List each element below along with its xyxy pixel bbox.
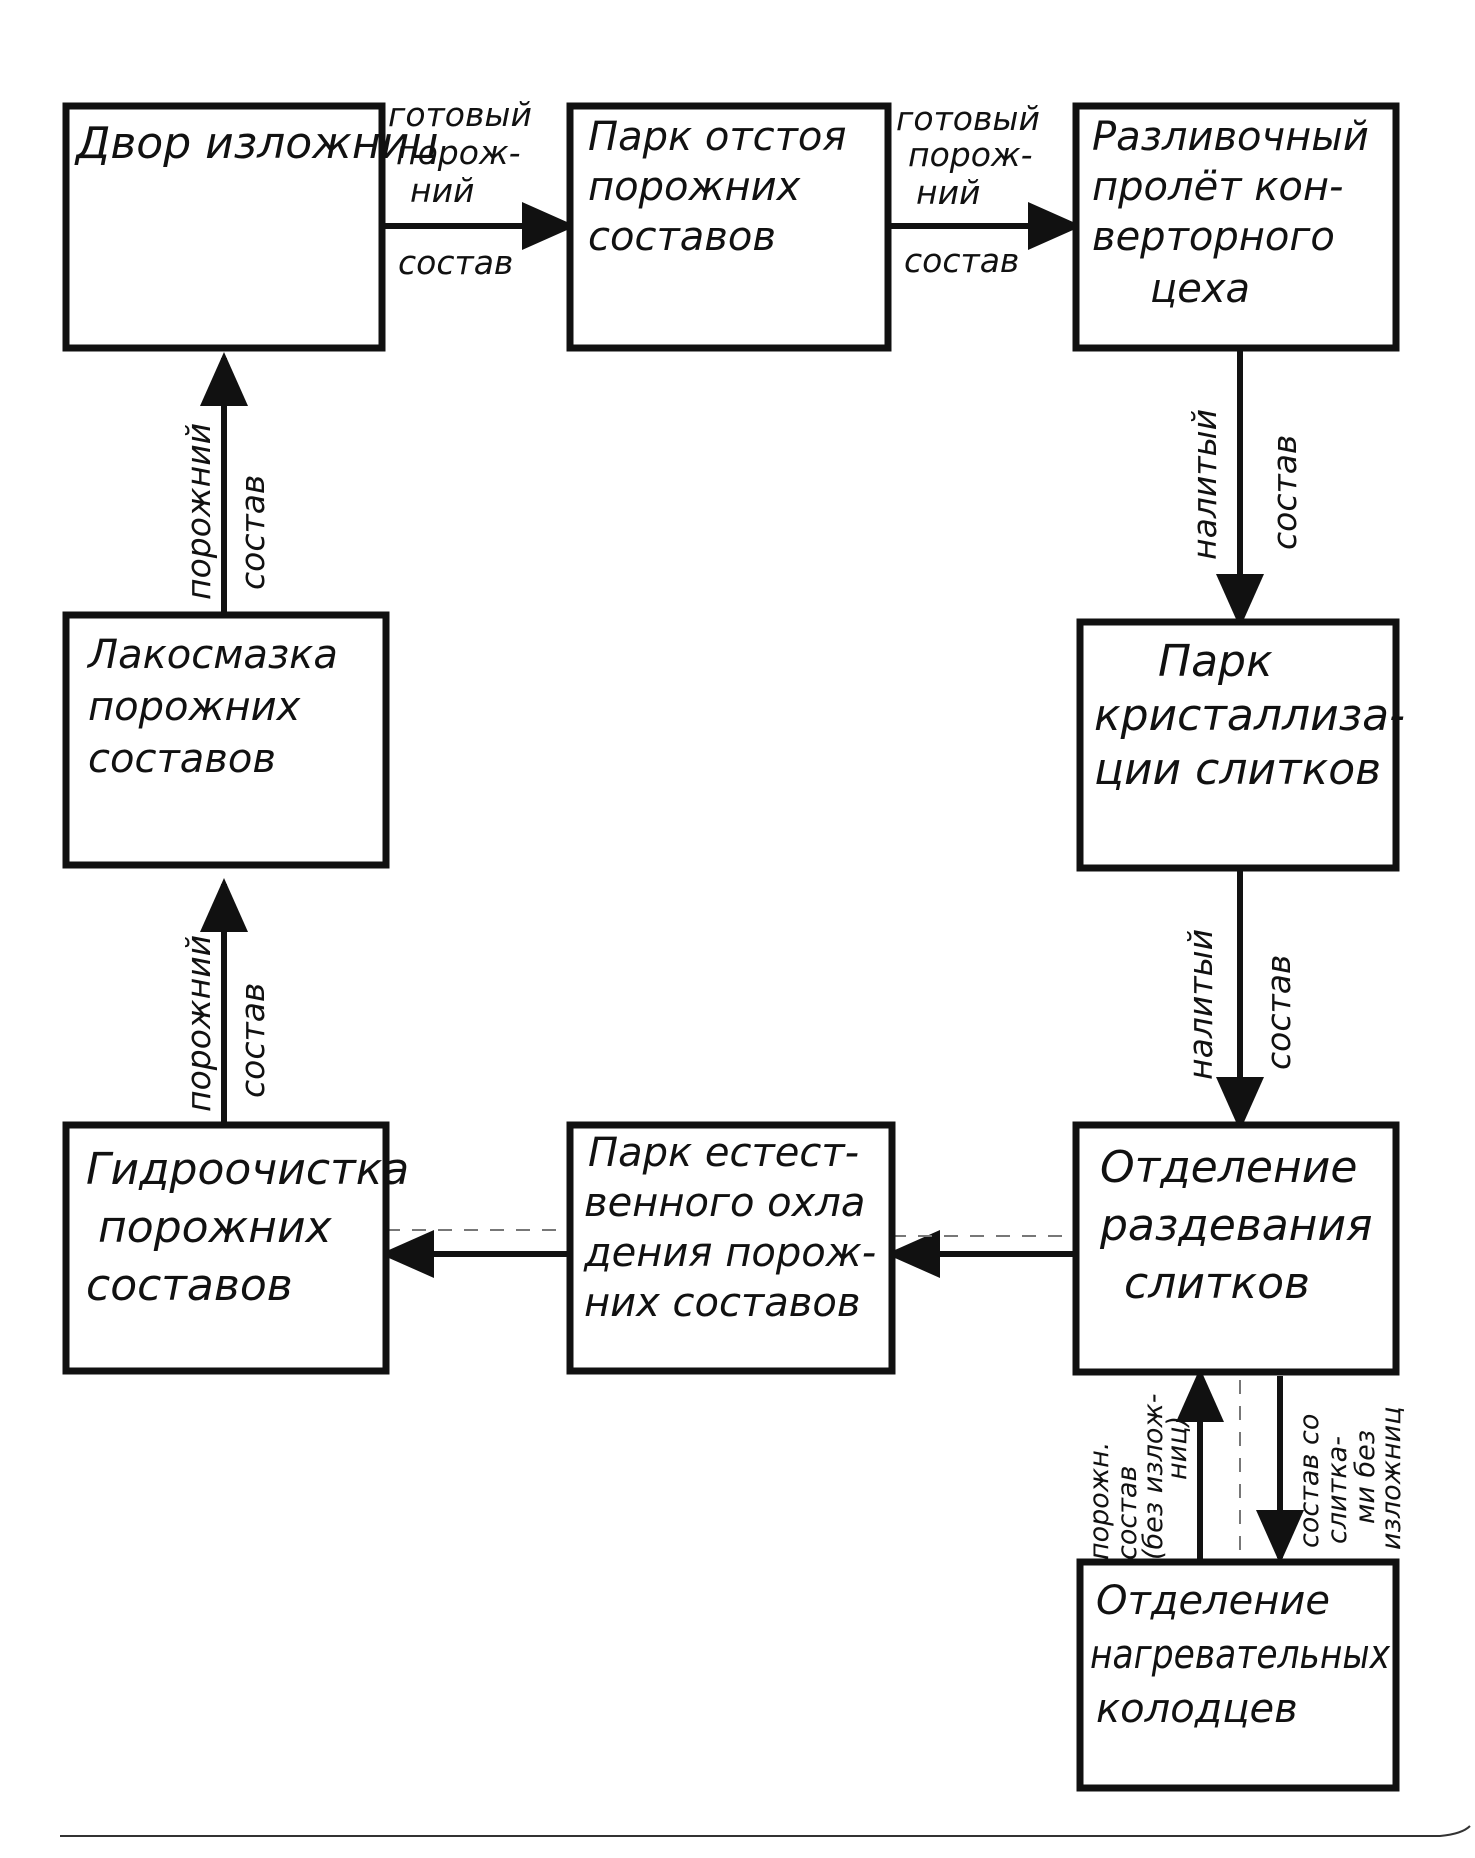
box-park-kristall-line-2: кристаллиза-: [1094, 690, 1405, 741]
label-dvor-to-park-2: порож-: [396, 133, 521, 172]
box-park-kristall-line-1: Парк: [1158, 636, 1273, 687]
box-razlivochny-line-1: Разливочный: [1092, 114, 1369, 160]
box-park-kristall-line-3: ции слитков: [1094, 744, 1381, 795]
box-lakosmazka-line-2: порожних: [88, 684, 301, 730]
label-razdev-to-nagrev-4: изложниц: [1376, 1406, 1407, 1550]
box-lakosmazka-line-3: составов: [88, 736, 276, 782]
label-nagrev-to-razdev-2: состав: [1112, 1466, 1143, 1560]
box-park-estestv-line-3: дения порож-: [583, 1230, 876, 1276]
box-lakosmazka-line-1: Лакосмазка: [86, 632, 338, 678]
label-gidro-to-lakosmazka: порожний состав: [179, 935, 272, 1112]
box-gidroochistka-line-3: составов: [86, 1260, 293, 1311]
label-park-to-razliv-4: состав: [904, 241, 1019, 280]
label-razliv-to-kristall-2: состав: [1265, 435, 1304, 550]
box-razlivochny-prolet: Разливочный пролёт кон- верторного цеха: [1072, 102, 1400, 352]
box-lakosmazka: Лакосмазка порожних составов: [62, 611, 390, 869]
label-dvor-to-park-3: ний: [410, 171, 474, 210]
box-razlivochny-line-3: верторного: [1092, 214, 1335, 260]
box-nagrev-line-1: Отделение: [1096, 1578, 1330, 1624]
label-nagrev-to-razdev-3: (без излож-: [1138, 1394, 1169, 1560]
box-dvor-izlozhnits: Двор изложниц: [62, 102, 439, 352]
label-kristall-to-razdev-1: налитый: [1181, 929, 1220, 1080]
label-razdev-to-nagrev-2: слитка-: [1322, 1436, 1353, 1544]
box-park-otstoya-line-3: составов: [588, 214, 776, 260]
box-park-otstoya-line-2: порожних: [588, 164, 801, 210]
label-gidro-to-lakosmazka-2: состав: [233, 983, 272, 1098]
box-park-estestv-line-4: них составов: [584, 1280, 860, 1326]
box-park-otstoya: Парк отстоя порожних составов: [566, 102, 892, 352]
label-lakosmazka-to-dvor: порожний состав: [179, 423, 272, 600]
label-nagrev-to-razdev: порожн. состав (без излож- ниц): [1084, 1394, 1193, 1560]
label-razliv-to-kristall-1: налитый: [1185, 409, 1224, 560]
label-kristall-to-razdev-2: состав: [1259, 955, 1298, 1070]
box-razlivochny-line-4: цеха: [1150, 266, 1250, 312]
label-park-to-razliv-1: готовый: [896, 99, 1040, 138]
label-dvor-to-park: готовый порож- ний состав: [388, 95, 532, 282]
label-lakosmazka-to-dvor-1: порожний: [179, 423, 218, 600]
box-gidroochistka-line-2: порожних: [98, 1202, 333, 1253]
box-gidroochistka-line-1: Гидроочистка: [86, 1144, 409, 1195]
box-razdevaniya-line-3: слитков: [1124, 1258, 1310, 1309]
label-nagrev-to-razdev-4: ниц): [1162, 1416, 1193, 1480]
label-razdev-to-nagrev-3: ми без: [1350, 1430, 1381, 1524]
label-kristall-to-razdev: налитый состав: [1181, 929, 1298, 1080]
box-park-estestv-line-2: венного охла: [584, 1180, 865, 1226]
label-dvor-to-park-1: готовый: [388, 95, 532, 134]
box-park-estestvennogo-okhlazhdeniya: Парк естест- венного охла дения порож- н…: [566, 1121, 896, 1375]
label-razdev-to-nagrev-1: состав со: [1294, 1414, 1325, 1548]
box-nagrev-line-2: нагревательных: [1090, 1632, 1390, 1678]
box-razlivochny-line-2: пролёт кон-: [1092, 164, 1343, 210]
box-otdelenie-razdevaniya: Отделение раздевания слитков: [1072, 1121, 1400, 1376]
label-lakosmazka-to-dvor-2: состав: [233, 475, 272, 590]
label-razliv-to-kristall: налитый состав: [1185, 409, 1304, 560]
box-razdevaniya-line-2: раздевания: [1099, 1200, 1373, 1251]
box-otdelenie-nagrevatelnykh: Отделение нагревательных колодцев: [1076, 1558, 1400, 1792]
box-gidroochistka: Гидроочистка порожних составов: [62, 1121, 409, 1375]
label-razdev-to-nagrev: состав со слитка- ми без изложниц: [1294, 1406, 1407, 1550]
label-park-to-razliv-2: порож-: [908, 135, 1033, 174]
label-gidro-to-lakosmazka-1: порожний: [179, 935, 218, 1112]
box-park-otstoya-line-1: Парк отстоя: [588, 114, 846, 160]
label-dvor-to-park-4: состав: [398, 243, 513, 282]
box-razdevaniya-line-1: Отделение: [1100, 1142, 1357, 1193]
label-park-to-razliv-3: ний: [916, 173, 980, 212]
box-dvor-line-1: Двор изложниц: [74, 118, 439, 169]
box-nagrev-line-3: колодцев: [1096, 1686, 1298, 1732]
box-park-kristallizatsii: Парк кристаллиза- ции слитков: [1076, 618, 1405, 872]
bottom-rule: [60, 1825, 1471, 1837]
box-park-estestv-line-1: Парк естест-: [588, 1130, 859, 1176]
label-park-to-razliv: готовый порож- ний состав: [896, 99, 1040, 280]
label-nagrev-to-razdev-1: порожн.: [1084, 1442, 1115, 1560]
